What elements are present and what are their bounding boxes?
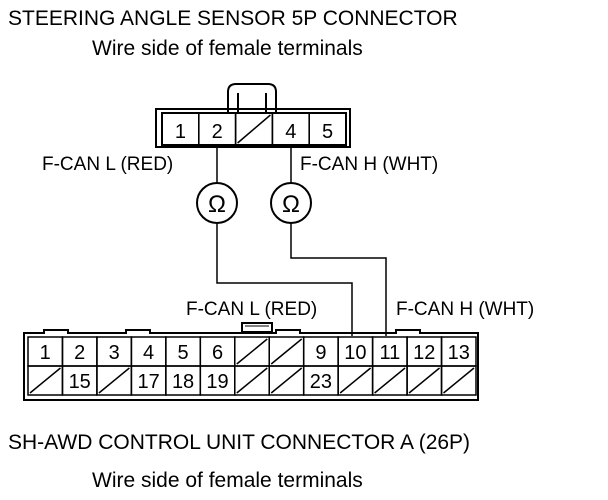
bottom-connector-row2-terminal-label: 18 bbox=[172, 371, 194, 393]
bottom-connector-row2-terminal-label: 15 bbox=[69, 371, 91, 393]
top-connector-terminal-label: 5 bbox=[322, 121, 333, 143]
top-connector-lock-tab bbox=[227, 83, 277, 113]
top-connector-terminals: 1 2 4 5 bbox=[161, 112, 347, 146]
bottom-connector-row1-terminal-label: 9 bbox=[315, 342, 326, 364]
bottom-connector-row1-terminal-label: 13 bbox=[448, 342, 470, 364]
bottom-connector-row1-terminal-label: 6 bbox=[212, 342, 223, 364]
bottom-connector-row1-terminal-label: 3 bbox=[109, 342, 120, 364]
bottom-connector bbox=[23, 322, 479, 401]
bottom-connector-row2-blank-slash bbox=[408, 367, 441, 394]
wire-f-can-h-lower bbox=[290, 223, 387, 336]
bottom-connector-row1-terminal-label: 4 bbox=[143, 342, 154, 364]
bottom-connector-row1-terminal-label: 1 bbox=[40, 342, 51, 364]
bottom-connector-row2-blank-slash bbox=[270, 367, 303, 394]
bottom-connector-row1-terminal-label: 12 bbox=[413, 342, 435, 364]
bottom-connector-body bbox=[23, 329, 479, 401]
bottom-connector-row2-terminal-label: 17 bbox=[137, 371, 159, 393]
ohm-symbol-right-icon: Ω bbox=[282, 191, 300, 218]
bottom-connector-row2-terminal-label: 19 bbox=[206, 371, 228, 393]
top-connector-terminal-label: 4 bbox=[285, 121, 296, 143]
wire-f-can-l-lower bbox=[216, 223, 353, 336]
top-connector-title: STEERING ANGLE SENSOR 5P CONNECTOR bbox=[8, 7, 458, 30]
bottom-connector-row1-blank-slash bbox=[236, 338, 268, 365]
bottom-connector-row2-blank-slash bbox=[339, 367, 372, 394]
wire-label-top-right: F-CAN H (WHT) bbox=[300, 154, 439, 175]
bottom-connector-row2-terminal-label: 23 bbox=[310, 371, 332, 393]
top-connector-blank-slash bbox=[237, 114, 271, 144]
bottom-connector-row2-blank-slash bbox=[443, 367, 475, 394]
top-connector-body bbox=[155, 108, 351, 148]
bottom-connector-row2-blank-slash bbox=[236, 367, 268, 394]
bottom-connector-row1-terminal-label: 11 bbox=[379, 342, 400, 364]
bottom-connector-row1-terminal-label: 2 bbox=[74, 342, 85, 364]
top-connector-terminal-label: 2 bbox=[212, 121, 223, 143]
bottom-connector-subtitle: Wire side of female terminals bbox=[92, 469, 363, 492]
wire-label-top-left: F-CAN L (RED) bbox=[42, 154, 174, 175]
bottom-connector-row2-blank-slash bbox=[29, 367, 61, 394]
bottom-connector-row2-cell bbox=[440, 365, 477, 396]
wire-label-bottom-left: F-CAN L (RED) bbox=[186, 299, 318, 320]
bottom-connector-row1-terminal-label: 10 bbox=[344, 342, 366, 364]
ohm-symbol-left-icon: Ω bbox=[208, 191, 226, 218]
bottom-connector-row2-blank-slash bbox=[98, 367, 130, 394]
bottom-connector-row1-terminal-label: 5 bbox=[178, 342, 189, 364]
wire-label-bottom-right: F-CAN H (WHT) bbox=[396, 299, 535, 320]
top-connector-subtitle: Wire side of female terminals bbox=[92, 37, 363, 60]
bottom-connector-row2-blank-slash bbox=[374, 367, 406, 394]
bottom-connector-row1-blank-slash bbox=[270, 338, 303, 365]
top-connector-cell bbox=[308, 112, 347, 146]
bottom-connector-title: SH-AWD CONTROL UNIT CONNECTOR A (26P) bbox=[8, 431, 471, 454]
bottom-connector-lock-tab bbox=[241, 322, 273, 333]
top-connector-terminal-label: 1 bbox=[175, 121, 186, 143]
wires bbox=[216, 145, 387, 336]
